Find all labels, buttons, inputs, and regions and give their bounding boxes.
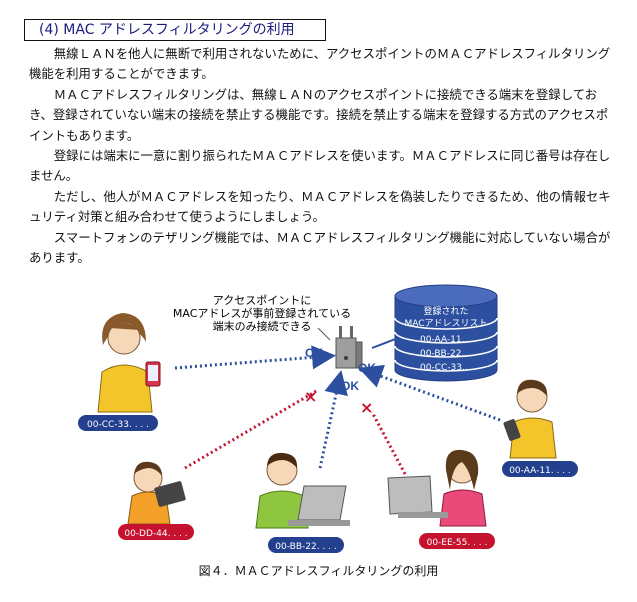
db-label-2: MACアドレスリスト (404, 319, 487, 329)
paragraph: 無線ＬＡＮを他人に無断で利用されないために、アクセスポイントのＭＡＣアドレスフィ… (29, 46, 611, 82)
db-label-1: 登録された (423, 305, 468, 317)
device-mac-cc33: 00-CC-33. . . . (87, 420, 149, 430)
paragraph: スマートフォンのテザリング機能では、ＭＡＣアドレスフィルタリング機能に対応してい… (29, 229, 611, 266)
device-badge-aa11 (502, 461, 578, 477)
person-laptop-icon (387, 449, 487, 527)
callout-line-1: アクセスポイントに (213, 294, 311, 307)
allowed-arrow-bb22 (318, 370, 348, 469)
allowed-arrow-aa11 (358, 364, 501, 422)
denied-arrow-ee55 (370, 411, 407, 475)
device-mac-ee55: 00-EE-55. . . . (427, 538, 488, 548)
person-smartphone-icon (97, 313, 161, 413)
callout-line-3: 端末のみ接続できる (213, 319, 312, 333)
person-smartphone-icon (503, 379, 557, 459)
device-mac-aa11: 00-AA-11. . . . (509, 466, 571, 476)
callout-line-2: MACアドレスが事前登録されている (173, 306, 351, 320)
device-badge-dd44 (118, 524, 194, 540)
db-entry: 00-BB-22.... (420, 349, 473, 359)
allowed-arrow-cc33 (174, 345, 336, 370)
deny-mark: × (360, 398, 373, 417)
person-tablet-icon (127, 461, 186, 525)
paragraph: ＭＡＣアドレスフィルタリングは、無線ＬＡＮのアクセスポイントに接続できる端末を登… (29, 86, 609, 143)
callout-pointer (317, 327, 331, 341)
router-icon (335, 326, 363, 369)
device-mac-dd44: 00-DD-44. . . . (124, 529, 187, 539)
figure-caption: 図４．ＭＡＣアドレスフィルタリングの利用 (198, 564, 439, 578)
router-db-link (371, 337, 399, 349)
device-badge-cc33 (78, 415, 158, 431)
device-mac-bb22: 00-BB-22. . . . (275, 542, 336, 552)
paragraph: ただし、他人がＭＡＣアドレスを知ったり、ＭＡＣアドレスを偽装したりできるため、他… (29, 188, 611, 225)
device-badge-bb22 (268, 537, 344, 553)
denied-arrow-dd44 (184, 388, 319, 470)
ok-label: OK (305, 346, 323, 360)
ok-label: OK (358, 361, 376, 375)
section-title: (4) MAC アドレスフィルタリングの利用 (24, 19, 326, 41)
db-entry: 00-AA-11.... (420, 335, 473, 345)
person-laptop-icon (255, 452, 350, 529)
db-entry: 00-CC-33.... (420, 363, 473, 373)
body-text: 無線ＬＡＮを他人に無断で利用されないために、アクセスポイントのＭＡＣアドレスフィ… (29, 44, 619, 268)
ok-label: OK (341, 379, 359, 393)
deny-mark: × (304, 387, 317, 406)
device-badge-ee55 (419, 533, 495, 549)
mac-address-database-icon (394, 284, 498, 382)
paragraph: 登録には端末に一意に割り振られたＭＡＣアドレスを使います。ＭＡＣアドレスに同じ番… (29, 148, 611, 184)
